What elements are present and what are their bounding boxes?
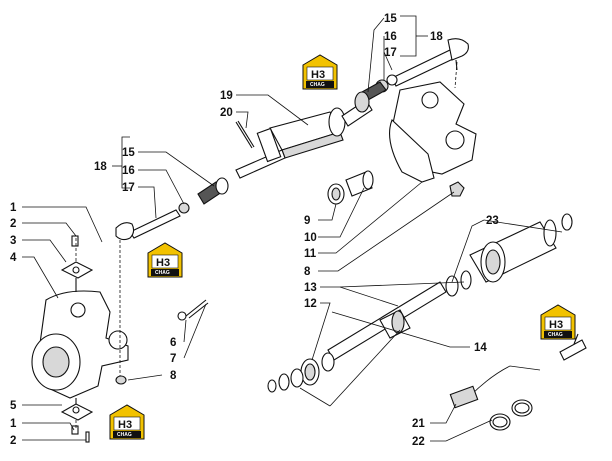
- callout-10: 10: [304, 232, 317, 244]
- callout-15-top: 15: [384, 13, 397, 25]
- brand-logo-left: [147, 242, 183, 278]
- callout-17-left: 17: [122, 182, 135, 194]
- callout-5: 5: [10, 400, 17, 412]
- speed-sensor: [449, 333, 587, 409]
- callout-18-top: 18: [430, 31, 443, 43]
- callout-2-lower: 2: [10, 435, 16, 447]
- kingpin-cap-lower: [60, 398, 94, 443]
- svg-text:CHAG: CHAG: [310, 82, 325, 88]
- assembly-axes: [75, 61, 458, 428]
- svg-text:H3: H3: [118, 419, 132, 431]
- callout-14: 14: [474, 342, 487, 354]
- brand-logo-bottom: [109, 404, 145, 440]
- logo-lettering: H3 CHAG H3 CHAG H3 CHAG H3 CHAG: [117, 69, 563, 438]
- callout-1-lower: 1: [10, 418, 17, 430]
- svg-text:H3: H3: [156, 257, 170, 269]
- callout-4: 4: [10, 252, 17, 264]
- brand-logo-right: [540, 304, 576, 340]
- bushing-set: [327, 170, 374, 205]
- svg-text:CHAG: CHAG: [155, 270, 170, 276]
- callout-21: 21: [412, 418, 425, 430]
- callout-16-left: 16: [122, 165, 135, 177]
- callout-13: 13: [304, 282, 317, 294]
- bolt-and-nut-left: [115, 299, 209, 385]
- steering-knuckle-right: [389, 81, 477, 197]
- svg-text:CHAG: CHAG: [548, 332, 563, 338]
- callout-6: 6: [170, 337, 176, 349]
- callout-20: 20: [220, 107, 233, 119]
- callout-22: 22: [412, 436, 425, 448]
- axle-shaft-right: [267, 213, 573, 393]
- callout-11: 11: [304, 248, 317, 260]
- callout-15-left: 15: [122, 147, 135, 159]
- callout-3: 3: [10, 235, 16, 247]
- callout-12: 12: [304, 298, 317, 310]
- callout-labels: 1 2 3 4 5 1 2 6 7 8 18 15 16 17 19 20 15…: [10, 13, 499, 448]
- callout-1-upper: 1: [10, 202, 17, 214]
- callout-16-top: 16: [384, 31, 397, 43]
- callout-17-top: 17: [384, 47, 397, 59]
- callout-8-right: 8: [304, 266, 311, 278]
- hose-clamps: [489, 399, 533, 431]
- callout-23: 23: [486, 215, 499, 227]
- leader-lines: [22, 15, 563, 442]
- brand-logo-top: [302, 54, 338, 90]
- steering-knuckle-left: [31, 290, 129, 399]
- callout-9: 9: [304, 215, 310, 227]
- svg-text:CHAG: CHAG: [117, 432, 132, 438]
- steering-cylinder-top: [235, 91, 373, 179]
- kingpin-cap-upper: [60, 235, 94, 292]
- callout-7: 7: [170, 353, 176, 365]
- callout-2-upper: 2: [10, 218, 16, 230]
- tie-rod-top: [361, 38, 469, 101]
- callout-18-left: 18: [94, 161, 107, 173]
- svg-text:H3: H3: [311, 69, 325, 81]
- svg-text:H3: H3: [549, 319, 563, 331]
- tie-rod-left: [115, 177, 229, 241]
- callout-8-left: 8: [170, 370, 177, 382]
- callout-19: 19: [220, 90, 233, 102]
